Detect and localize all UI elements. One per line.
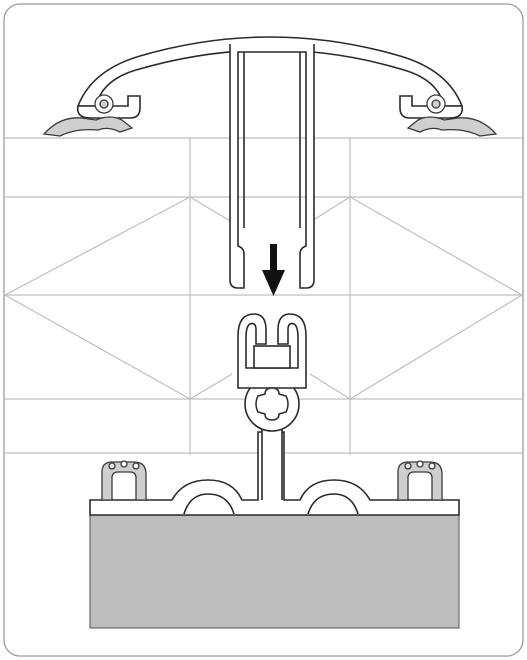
top-gasket-left	[42, 94, 134, 137]
down-arrow-icon	[262, 244, 285, 296]
base-support-block	[89, 514, 460, 629]
sheet-panel-lines	[4, 137, 523, 455]
top-gasket-right	[406, 94, 498, 137]
screw-socket	[255, 387, 289, 421]
base-gasket-right	[397, 460, 443, 501]
base-gasket-left	[101, 460, 147, 501]
